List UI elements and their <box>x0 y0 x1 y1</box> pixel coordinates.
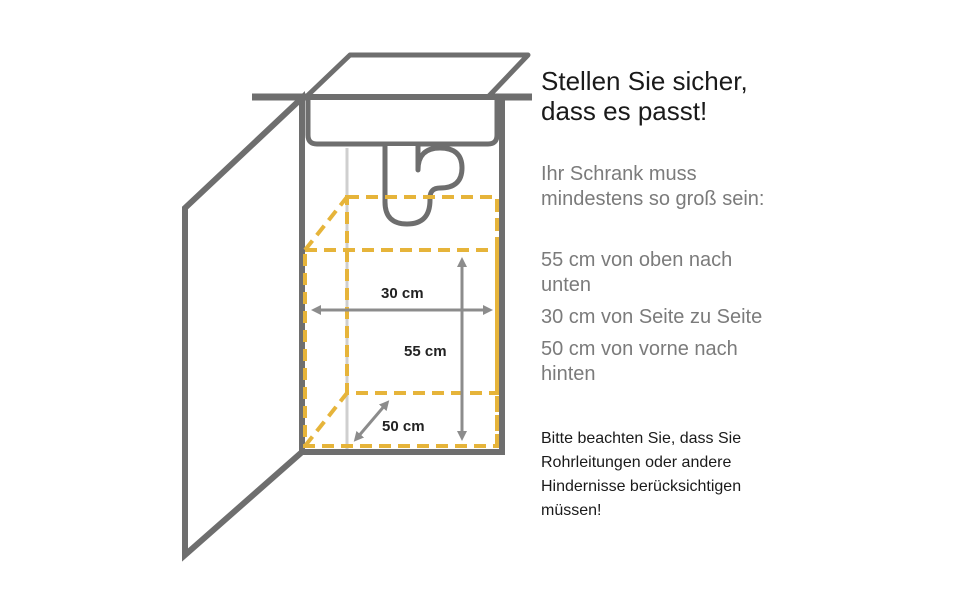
requirements-list: 55 cm von oben nach unten 30 cm von Seit… <box>541 248 961 387</box>
cabinet-body <box>299 94 505 455</box>
pipes-note: Bitte beachten Sie, dass Sie Rohrleitung… <box>541 430 742 519</box>
sink-basin <box>305 97 500 147</box>
siphon-pipe <box>382 145 465 227</box>
info-panel: Stellen Sie sicher, dass es passt! Ihr S… <box>541 66 961 523</box>
subhead-line-2: mindestens so groß sein: <box>541 188 765 210</box>
requirement-depth: 50 cm von vorne nach hinten <box>541 338 738 385</box>
headline-line-1: Stellen Sie sicher, <box>541 66 748 96</box>
required-space-box <box>303 195 499 448</box>
cabinet-door <box>182 91 305 562</box>
height-label: 55 cm <box>404 343 447 360</box>
headline: Stellen Sie sicher, dass es passt! <box>541 66 961 126</box>
subhead-line-1: Ihr Schrank muss <box>541 163 697 185</box>
sink-top <box>303 52 531 100</box>
subhead: Ihr Schrank muss mindestens so groß sein… <box>541 162 961 212</box>
depth-label: 50 cm <box>382 418 425 435</box>
requirement-height: 55 cm von oben nach unten <box>541 249 733 296</box>
headline-line-2: dass es passt! <box>541 96 708 126</box>
depth-arrow <box>353 400 390 442</box>
requirement-width: 30 cm von Seite zu Seite <box>541 306 763 328</box>
width-label: 30 cm <box>381 285 424 302</box>
